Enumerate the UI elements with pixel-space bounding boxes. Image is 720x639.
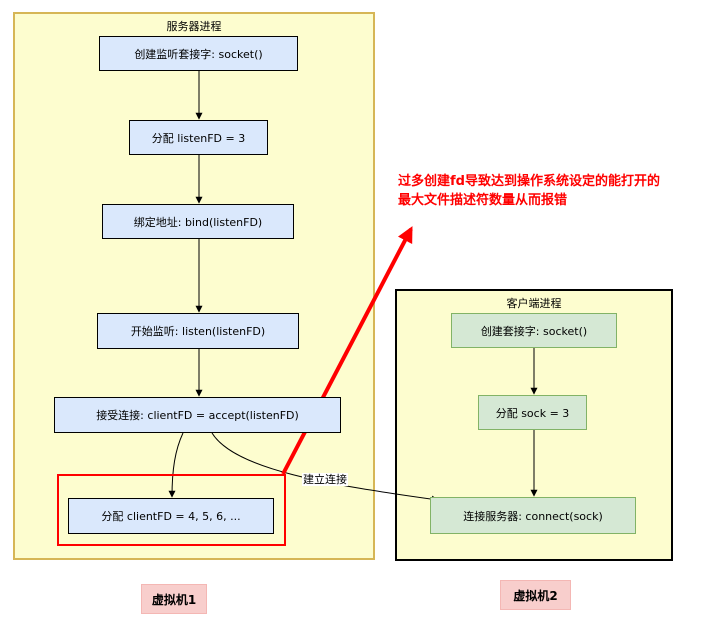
connection-edge-label: 建立连接 <box>302 473 348 486</box>
fd-limit-warning-line2: 最大文件描述符数量从而报错 <box>398 193 568 208</box>
fd-limit-warning-line1: 过多创建fd导致达到操作系统设定的能打开的 <box>398 174 660 189</box>
edge-accept-to-connect <box>211 432 439 503</box>
alloc-listenfd-node: 分配 listenFD = 3 <box>129 120 268 155</box>
create-client-socket-label: 创建套接字: socket() <box>480 324 588 338</box>
client-process-title: 客户端进程 <box>506 297 562 310</box>
bind-label: 绑定地址: bind(listenFD) <box>133 215 263 229</box>
edge-accept-to-clientfd <box>168 432 184 498</box>
warning-arrow <box>281 226 413 475</box>
fd-limit-warning: 过多创建fd导致达到操作系统设定的能打开的 最大文件描述符数量从而报错 <box>398 172 716 210</box>
accept-node: 接受连接: clientFD = accept(listenFD) <box>54 397 341 433</box>
listen-node: 开始监听: listen(listenFD) <box>97 313 299 349</box>
listen-label: 开始监听: listen(listenFD) <box>130 325 266 338</box>
create-client-socket-node: 创建套接字: socket() <box>451 313 617 348</box>
bind-node: 绑定地址: bind(listenFD) <box>102 204 294 239</box>
connect-node: 连接服务器: connect(sock) <box>430 497 636 534</box>
server-process-container: 服务器进程 <box>13 12 375 560</box>
accept-label: 接受连接: clientFD = accept(listenFD) <box>96 409 299 422</box>
vm2-label: 虚拟机2 <box>500 580 571 610</box>
create-listen-socket-node: 创建监听套接字: socket() <box>99 36 298 71</box>
alloc-clientfd-node: 分配 clientFD = 4, 5, 6, ... <box>68 498 274 534</box>
clientfd-highlight-frame <box>57 474 286 546</box>
alloc-sock-node: 分配 sock = 3 <box>478 395 587 430</box>
vm1-label: 虚拟机1 <box>141 584 207 614</box>
alloc-clientfd-label: 分配 clientFD = 4, 5, 6, ... <box>101 510 241 523</box>
server-process-title: 服务器进程 <box>166 20 222 33</box>
create-listen-socket-label: 创建监听套接字: socket() <box>134 47 263 61</box>
alloc-sock-label: 分配 sock = 3 <box>495 406 570 420</box>
alloc-listenfd-label: 分配 listenFD = 3 <box>151 131 246 145</box>
connect-label: 连接服务器: connect(sock) <box>463 509 603 523</box>
